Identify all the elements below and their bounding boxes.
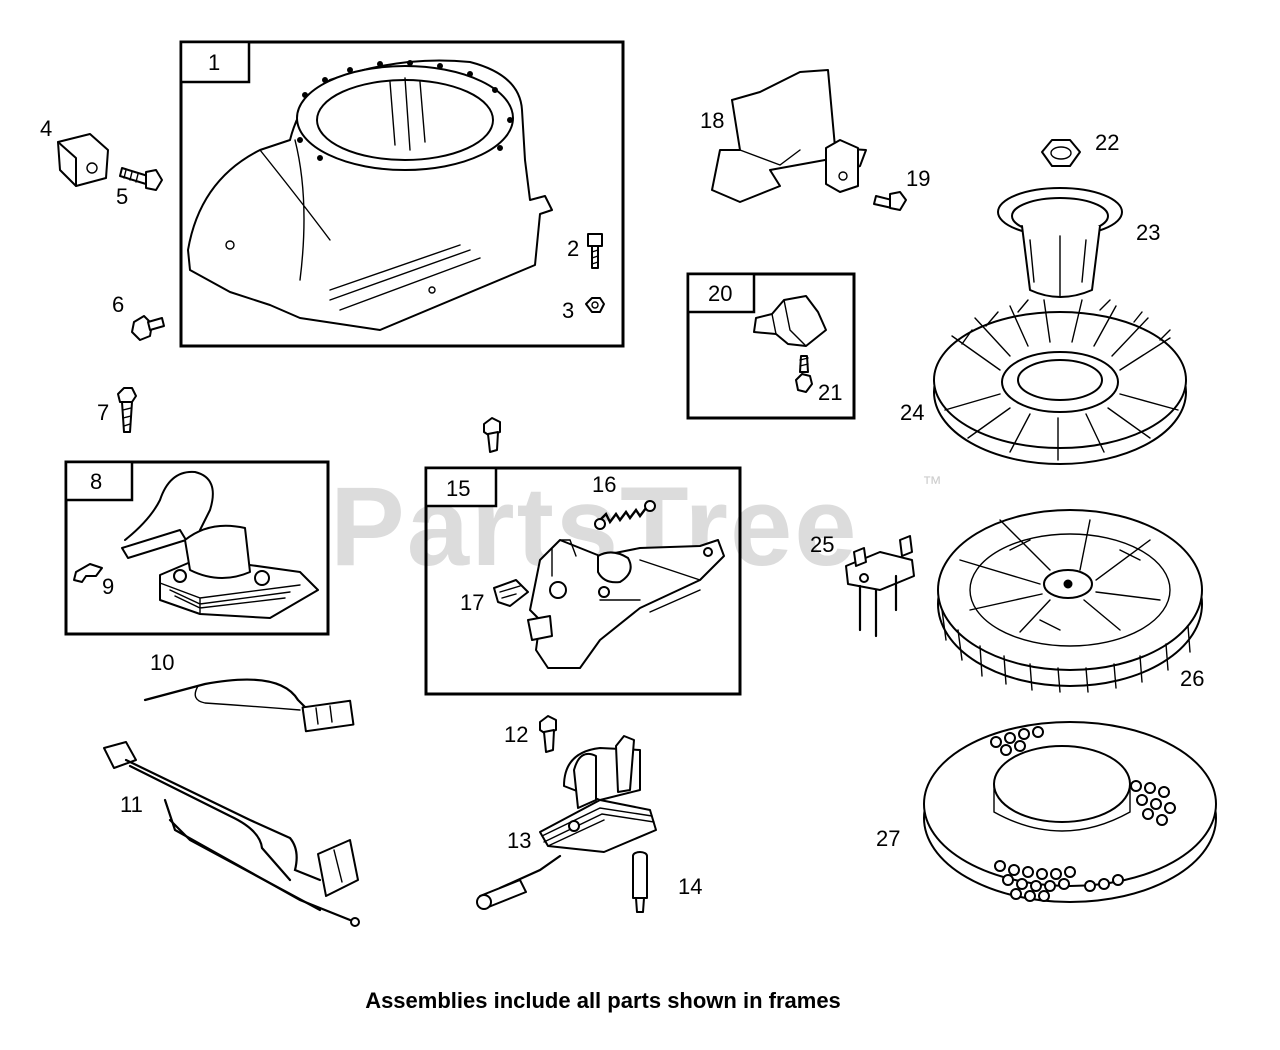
part-25-terminal[interactable] (845, 535, 915, 638)
callout-25: 25 (810, 532, 834, 557)
part-24-flywheel-fan[interactable] (933, 299, 1187, 465)
callout-20: 20 (708, 281, 732, 306)
callout-3: 3 (562, 298, 574, 323)
part-13-module[interactable] (476, 735, 657, 910)
part-5-screw[interactable] (119, 167, 163, 191)
part-9-clip[interactable] (73, 563, 103, 583)
callout-9: 9 (102, 574, 114, 599)
callout-23: 23 (1136, 220, 1160, 245)
part-23-starter-cup[interactable] (997, 187, 1123, 298)
callout-27: 27 (876, 826, 900, 851)
part-26-flywheel[interactable] (937, 509, 1203, 693)
callout-22: 22 (1095, 130, 1119, 155)
callout-21: 21 (818, 380, 842, 405)
callout-18: 18 (700, 108, 724, 133)
callout-26: 26 (1180, 666, 1204, 691)
callout-10: 10 (150, 650, 174, 675)
callout-24: 24 (900, 400, 924, 425)
ignition-armature[interactable] (121, 470, 319, 619)
part-11-wire-harness[interactable] (103, 741, 360, 927)
callout-4: 4 (40, 116, 52, 141)
part-15-top-screw[interactable] (483, 417, 501, 453)
callout-16: 16 (592, 472, 616, 497)
part-17-link[interactable] (493, 579, 529, 607)
part-21-screw[interactable] (795, 355, 813, 393)
callout-2: 2 (567, 236, 579, 261)
assembly-frame-15[interactable]: 15 (424, 466, 742, 696)
callout-12: 12 (504, 722, 528, 747)
part-18-air-baffle[interactable] (711, 69, 867, 203)
screen-perforations (990, 726, 1176, 902)
assembly-frame-1[interactable]: 1 (179, 40, 625, 348)
part-14-spacer[interactable] (632, 851, 648, 913)
callout-6: 6 (112, 292, 124, 317)
watermark-trademark: ™ (922, 473, 942, 495)
housing-bolt-holes (297, 60, 513, 161)
callout-1: 1 (208, 50, 220, 75)
part-27-rotating-screen[interactable] (923, 721, 1217, 903)
callout-11: 11 (120, 792, 143, 817)
diagram-caption: Assemblies include all parts shown in fr… (365, 988, 841, 1013)
part-7-screw[interactable] (117, 387, 137, 433)
callout-14: 14 (678, 874, 702, 899)
callout-8: 8 (90, 469, 102, 494)
assembly-frame-8[interactable]: 8 (64, 460, 330, 636)
callout-7: 7 (97, 400, 109, 425)
blower-housing[interactable] (187, 59, 553, 331)
callout-5: 5 (116, 184, 128, 209)
assembly-frame-20[interactable]: 20 (686, 272, 856, 420)
callout-17: 17 (460, 590, 484, 615)
control-bracket[interactable] (527, 539, 725, 669)
callout-19: 19 (906, 166, 930, 191)
part-3-nut[interactable] (585, 297, 605, 313)
part-12-screw[interactable] (539, 715, 557, 753)
part-10-ground-wire[interactable] (143, 678, 355, 733)
part-22-nut[interactable] (1041, 139, 1081, 167)
part-2-screw[interactable] (587, 233, 603, 269)
callout-13: 13 (507, 828, 531, 853)
part-6-screw[interactable] (131, 315, 165, 341)
callout-15: 15 (446, 476, 470, 501)
part-20-bracket[interactable] (753, 295, 827, 347)
part-4-clip[interactable] (57, 133, 109, 187)
part-19-screw[interactable] (873, 191, 907, 211)
part-16-spring[interactable] (594, 500, 656, 530)
